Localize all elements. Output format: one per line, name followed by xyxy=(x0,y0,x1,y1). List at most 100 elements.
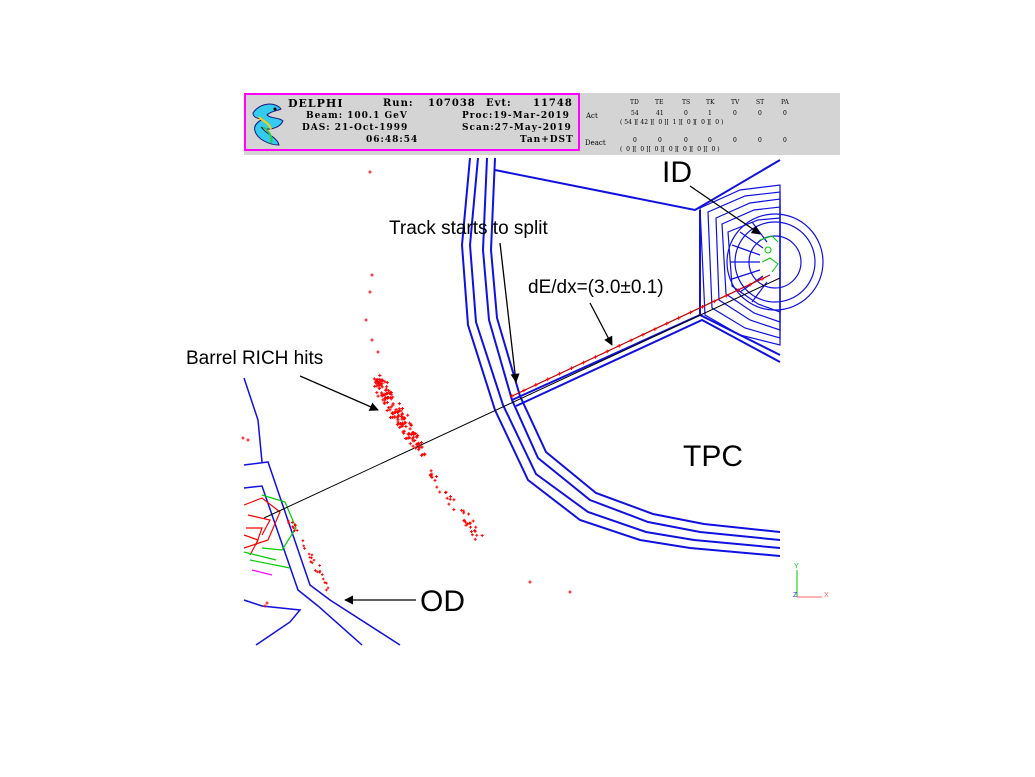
od-hit xyxy=(318,569,322,573)
rich-hit xyxy=(433,478,437,482)
track-hit xyxy=(581,360,586,365)
rich-hit xyxy=(447,502,451,506)
track-hit xyxy=(605,349,610,354)
rich-hit xyxy=(397,402,402,406)
beam-energy: Beam: 100.1 GeV xyxy=(306,111,408,121)
act-td: 54 xyxy=(631,110,639,117)
outer-detector xyxy=(243,377,401,646)
rich-hit xyxy=(445,496,449,500)
rich-hit xyxy=(387,389,391,393)
col-te: TE xyxy=(655,99,664,106)
rich-hit xyxy=(399,422,403,426)
track-hit xyxy=(593,355,598,359)
col-st: ST xyxy=(756,99,765,106)
rich-hit xyxy=(378,373,382,378)
rich-hit xyxy=(383,393,387,397)
deact-td: 0 xyxy=(633,137,637,144)
rich-hit xyxy=(392,411,396,415)
rich-hit xyxy=(418,445,422,449)
rich-hit xyxy=(392,415,396,419)
rich-hit xyxy=(388,415,393,419)
act-tv: 0 xyxy=(733,110,737,117)
rich-hit xyxy=(402,417,406,421)
rich-hit xyxy=(396,410,400,415)
rich-hit xyxy=(384,391,389,395)
rich-hit xyxy=(435,485,439,489)
track-hit xyxy=(748,282,752,287)
rich-hit xyxy=(407,421,412,425)
rich-hit xyxy=(421,453,425,457)
rich-hit xyxy=(434,475,438,479)
proc-date: Proc:19-Mar-2019 xyxy=(462,111,570,121)
rich-hit xyxy=(417,448,421,452)
rich-hit xyxy=(462,518,466,522)
rich-hit xyxy=(388,408,392,412)
od-hit xyxy=(309,560,313,563)
rich-hit xyxy=(407,432,412,436)
rich-hit xyxy=(379,383,383,387)
rich-hit xyxy=(380,385,384,389)
track-hit xyxy=(700,305,705,309)
od-hit xyxy=(325,581,328,585)
rich-hit xyxy=(475,533,479,537)
rich-hit xyxy=(385,400,389,405)
rich-hit xyxy=(464,523,468,527)
track-hit xyxy=(510,394,514,398)
deact-tv: 0 xyxy=(733,137,737,144)
track-hit xyxy=(534,383,538,387)
rich-hit xyxy=(470,530,474,534)
event-time: 06:48:54 xyxy=(366,135,419,145)
rich-hit xyxy=(473,529,477,533)
rich-hit xyxy=(391,395,395,399)
rich-hit xyxy=(408,436,412,440)
od-hit xyxy=(303,547,306,550)
rich-hit xyxy=(408,442,412,446)
track-hit xyxy=(712,299,717,304)
rich-hit xyxy=(396,414,400,418)
experiment-name: DELPHI xyxy=(288,97,344,110)
rich-hit xyxy=(473,537,477,541)
od-hit xyxy=(293,529,296,532)
rich-hit xyxy=(396,420,400,424)
col-ts: TS xyxy=(682,99,691,106)
rich-hit xyxy=(474,525,478,529)
od-hit xyxy=(310,553,314,557)
rich-hit xyxy=(462,511,466,515)
rich-hit xyxy=(391,403,395,407)
rich-hit xyxy=(409,423,413,428)
rich-hit xyxy=(463,520,467,524)
rich-hit xyxy=(568,590,572,594)
track-hit xyxy=(545,377,550,382)
track-hit xyxy=(760,277,764,281)
rich-hit xyxy=(404,424,408,429)
rich-hit xyxy=(241,436,245,440)
rich-hit xyxy=(384,388,388,393)
track-hit xyxy=(557,371,562,376)
rich-hit xyxy=(389,397,393,401)
rich-hit xyxy=(444,490,448,494)
act-pa: 0 xyxy=(783,110,787,117)
rich-hit xyxy=(399,414,403,419)
axis-indicator xyxy=(796,570,822,598)
rich-hit xyxy=(389,405,393,409)
rich-hit xyxy=(385,380,389,385)
rich-hit xyxy=(368,170,372,174)
col-tk: TK xyxy=(706,99,715,106)
act-totals: ( 54 ][ 42 ][ 0 ][ 1 ][ 0 ][ 0 ][ 0 ) xyxy=(620,119,724,126)
label-od: OD xyxy=(420,585,465,618)
act-label: Act xyxy=(586,112,598,120)
track-hit xyxy=(724,293,729,298)
rich-hit xyxy=(368,290,372,294)
od-hit xyxy=(301,539,305,542)
deact-te: 0 xyxy=(658,137,662,144)
rich-hit xyxy=(265,601,269,605)
rich-hit xyxy=(385,408,389,413)
track-hit xyxy=(617,344,621,348)
rich-hit xyxy=(411,439,415,443)
rich-hit xyxy=(380,391,384,395)
rich-hit xyxy=(406,413,410,417)
deact-pa: 0 xyxy=(783,137,787,144)
rich-hit xyxy=(372,377,376,381)
rich-hit xyxy=(246,438,250,442)
od-hit xyxy=(295,529,299,532)
